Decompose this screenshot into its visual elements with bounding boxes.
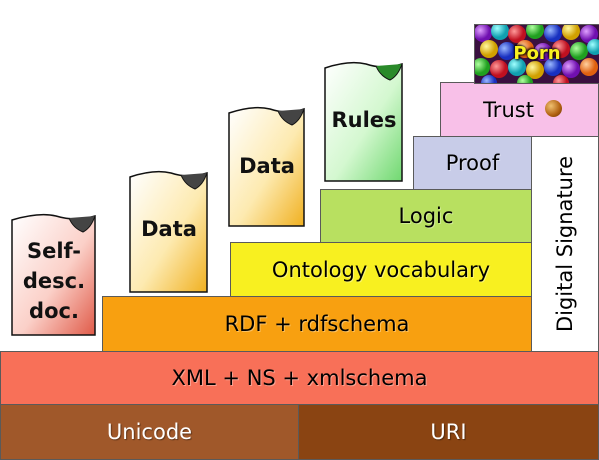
rules-doc-label: Rules [331,108,397,132]
self-desc-line1: Self- [26,239,82,263]
uri-layer: URI [298,404,599,460]
logic-layer: Logic [320,189,532,243]
logic-label: Logic [398,204,454,228]
rdf-label: RDF + rdfschema [224,312,410,336]
unicode-label: Unicode [106,420,193,444]
rdf-layer: RDF + rdfschema [102,296,532,352]
self-desc-doc: Self- desc. doc. [11,210,97,336]
trust-label: Trust [483,97,534,122]
top-label: Porn [513,43,561,64]
balls-graphic [475,25,599,83]
top-balls-image: Porn [474,24,599,84]
data-doc-2: Data [228,103,306,227]
uri-label: URI [430,420,467,444]
self-desc-line2: desc. [22,269,86,293]
data-doc-1: Data [129,167,209,293]
data-doc-2-label: Data [239,154,295,178]
digital-signature-layer: Digital Signature [531,136,599,352]
self-desc-line3: doc. [29,299,79,323]
xml-label: XML + NS + xmlschema [171,366,428,390]
ontology-layer: Ontology vocabulary [230,242,532,297]
rules-doc: Rules [324,58,404,182]
xml-layer: XML + NS + xmlschema [0,351,599,405]
proof-layer: Proof [413,136,532,190]
ontology-label: Ontology vocabulary [271,257,491,282]
digital-signature-label: Digital Signature [553,155,577,333]
trust-layer: Trust [440,82,599,137]
unicode-layer: Unicode [0,404,299,460]
proof-label: Proof [445,151,500,175]
trust-ball-icon [545,100,562,117]
data-doc-1-label: Data [141,217,197,241]
